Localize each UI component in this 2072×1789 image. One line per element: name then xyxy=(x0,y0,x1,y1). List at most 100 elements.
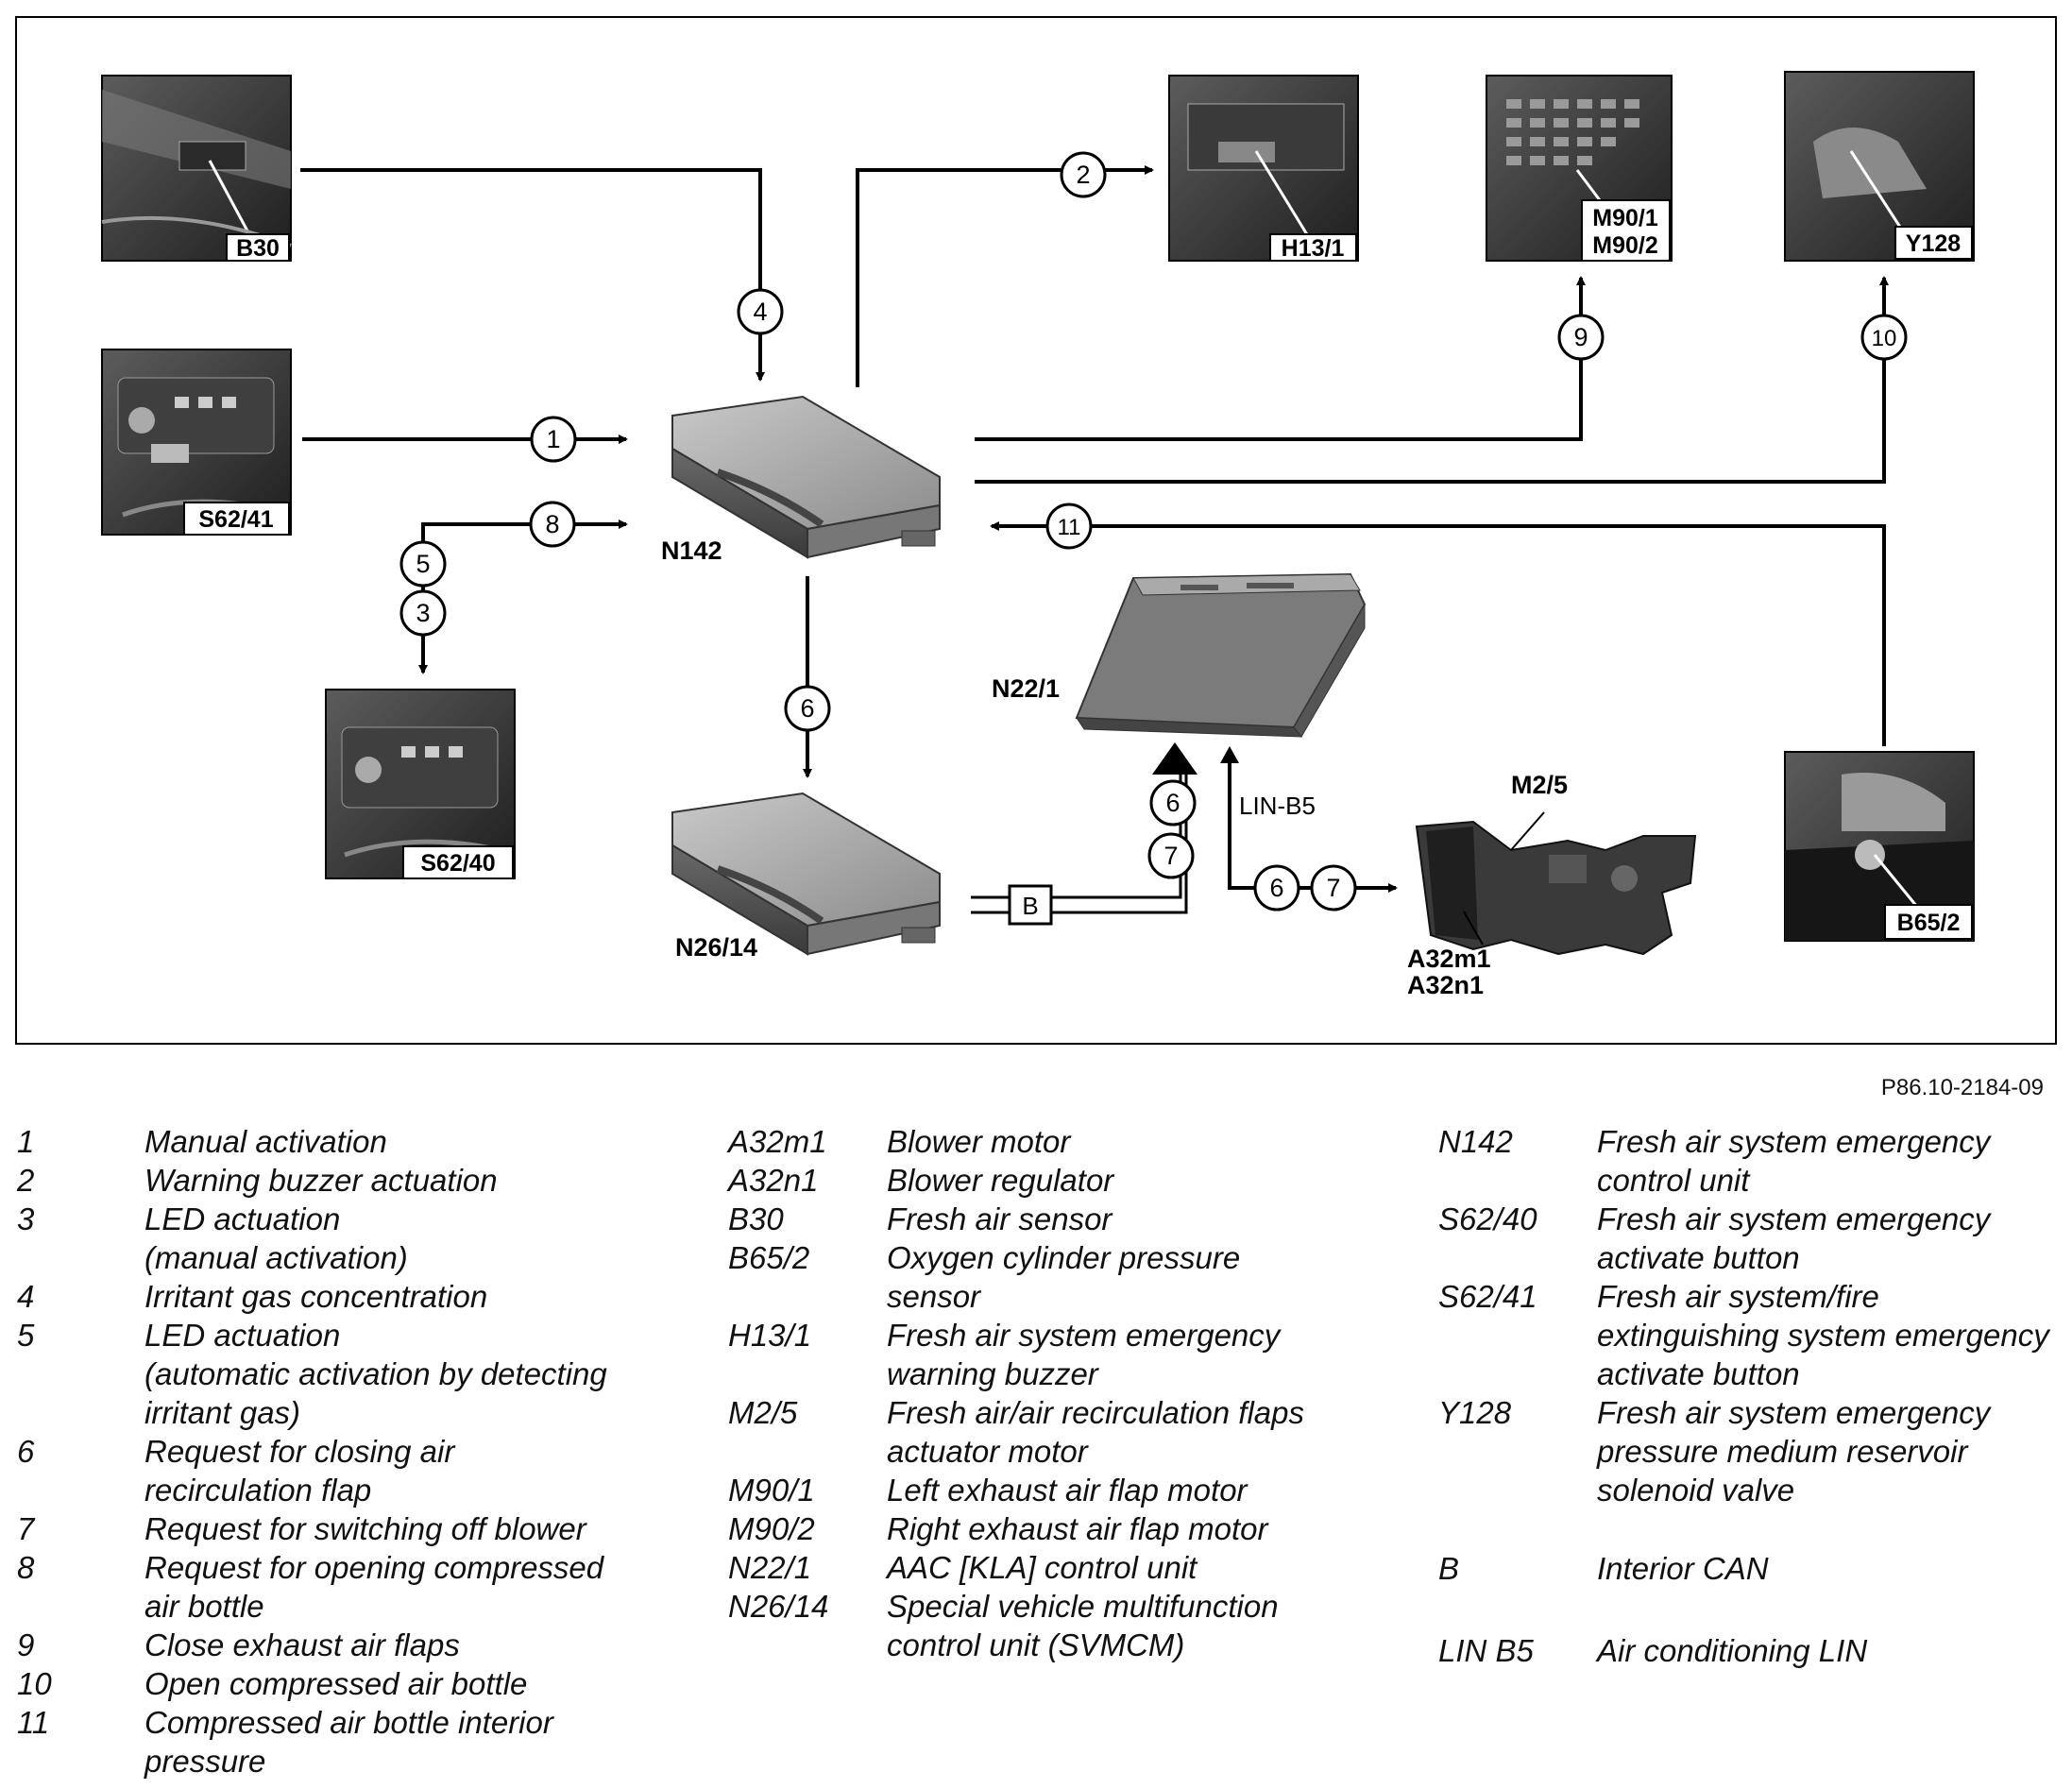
photo-s62-41: S62/41 xyxy=(101,349,292,536)
signal-badge-label-2: 2 xyxy=(1076,161,1090,189)
photo-b30: B30 xyxy=(101,75,292,262)
signal-badge-label-5: 5 xyxy=(416,550,430,578)
legend-signal-text: Open compressed air bottle xyxy=(144,1666,528,1701)
legend-component-key: N26/14 xyxy=(728,1589,829,1624)
legend-signal-row: 2 Warning buzzer actuation xyxy=(17,1161,621,1200)
signal-badge-3 xyxy=(399,589,447,637)
figure-id: P86.10-2184-09 xyxy=(1880,1075,2044,1100)
legend-signal-key: 4 xyxy=(17,1279,35,1314)
legend-signal-text: Request for closing air recirculation fl… xyxy=(144,1434,455,1508)
legend-signal-text: Manual activation xyxy=(144,1124,387,1159)
signal-badge-1 xyxy=(530,416,577,463)
signal-badge-6 xyxy=(1149,779,1197,826)
legend-signal-row: 3 LED actuation (manual activation) xyxy=(17,1200,621,1277)
lin-b5-label: LIN-B5 xyxy=(1239,792,1316,820)
label-m2-5: M2/5 xyxy=(1511,771,1568,799)
label-a32m1: A32m1 xyxy=(1407,945,1491,973)
legend-signal-key: 8 xyxy=(17,1550,35,1585)
label-m90-2: M90/2 xyxy=(1592,232,1657,259)
legend-component-key: H13/1 xyxy=(728,1318,812,1353)
system-diagram: B30 H13/1 M90/1 M90/2 Y128 xyxy=(15,16,2057,1045)
label-box-h13-1 xyxy=(1269,233,1357,262)
photo-y128: Y128 xyxy=(1784,71,1975,262)
legend-component-key: A32m1 xyxy=(728,1124,827,1159)
signal-badge-label-9: 9 xyxy=(1573,323,1588,351)
label-n26-14: N26/14 xyxy=(675,933,757,962)
legend-component-key: M2/5 xyxy=(728,1395,798,1430)
photo-s62-40: S62/40 xyxy=(325,689,516,879)
legend-component-row: B Interior CAN xyxy=(1438,1549,2062,1588)
legend-component-key: LIN B5 xyxy=(1438,1633,1534,1668)
legend-component-key: B xyxy=(1438,1551,1460,1586)
label-m90-1: M90/1 xyxy=(1592,205,1658,231)
signal-badge-6 xyxy=(784,685,831,732)
legend-signal-key: 5 xyxy=(17,1318,35,1353)
legend-component-text: Special vehicle multifunction control un… xyxy=(887,1589,1279,1662)
photo-m90: M90/1 M90/2 xyxy=(1486,75,1673,262)
line-signal-11 xyxy=(990,521,1886,746)
line-signal-10 xyxy=(975,276,1889,484)
legend-signal-text: LED actuation (manual activation) xyxy=(144,1201,408,1275)
legend-component-key: Y128 xyxy=(1438,1395,1512,1430)
legend-signal-text: Request for switching off blower xyxy=(144,1511,586,1546)
signal-badge-label-6: 6 xyxy=(800,694,814,723)
legend-signal-key: 7 xyxy=(17,1511,35,1546)
signal-badge-label-7: 7 xyxy=(1326,874,1340,902)
line-signal-4 xyxy=(300,168,765,382)
signal-badge-label-4: 4 xyxy=(753,298,767,326)
signal-badge-6 xyxy=(1253,864,1300,912)
legend-component-key: S62/40 xyxy=(1438,1201,1537,1236)
legend-component-key: N142 xyxy=(1438,1124,1513,1159)
label-a32n1: A32n1 xyxy=(1407,971,1484,999)
unit-n142: N142 xyxy=(661,395,941,565)
legend-component-text: Fresh air system emergency activate butt… xyxy=(1597,1201,1991,1275)
signal-badge-label-3: 3 xyxy=(416,599,430,627)
legend-signal-row: 5 LED actuation (automatic activation by … xyxy=(17,1316,621,1432)
label-b65-2: B65/2 xyxy=(1897,910,1961,936)
unit-n26-14: N26/14 xyxy=(671,792,941,962)
legend-component-row: N26/14 Special vehicle multifunction cont… xyxy=(728,1587,1333,1664)
legend-component-key: B65/2 xyxy=(728,1240,810,1275)
signal-badge-4 xyxy=(737,288,784,335)
can-box xyxy=(1008,884,1053,926)
legend-signal-text: LED actuation (automatic activation by d… xyxy=(144,1318,607,1430)
signal-badge-label-8: 8 xyxy=(545,510,559,538)
label-s62-40: S62/40 xyxy=(420,850,495,877)
signal-badge-8 xyxy=(529,501,576,548)
legend-component-text: Fresh air/air recirculation flaps actuat… xyxy=(887,1395,1304,1469)
signal-badge-10 xyxy=(1860,314,1908,361)
arrow-lin-up xyxy=(1220,746,1239,763)
diagram-frame xyxy=(15,16,2057,1045)
legend-signal-key: 3 xyxy=(17,1201,35,1236)
signal-badge-label-6: 6 xyxy=(1269,874,1283,902)
label-h13-1: H13/1 xyxy=(1282,235,1345,262)
legend-signal-key: 2 xyxy=(17,1163,35,1198)
signal-badge-11 xyxy=(1045,503,1093,550)
legend-component-key: B30 xyxy=(728,1201,784,1236)
legend-signal-row: 7 Request for switching off blower xyxy=(17,1509,621,1548)
legend-signal-text: Warning buzzer actuation xyxy=(144,1163,498,1198)
legend-component-text: AAC [KLA] control unit xyxy=(887,1550,1197,1585)
signal-badge-7 xyxy=(1147,832,1195,879)
signal-badge-label-7: 7 xyxy=(1163,842,1178,870)
legend-component-text: Right exhaust air flap motor xyxy=(887,1511,1268,1546)
legend-component-row: N22/1 AAC [KLA] control unit xyxy=(728,1548,1333,1587)
legend-component-text: Fresh air system/fire extinguishing syst… xyxy=(1597,1279,2049,1391)
signal-badge-label-11: 11 xyxy=(1058,515,1081,540)
line-lin-b5 xyxy=(1228,756,1398,893)
legend-component-key: N22/1 xyxy=(728,1550,812,1585)
signal-badge-5 xyxy=(399,540,447,588)
legend-component-text: Air conditioning LIN xyxy=(1597,1633,1868,1668)
legend-signal-text: Close exhaust air flaps xyxy=(144,1627,460,1662)
legend-component-text: Interior CAN xyxy=(1597,1551,1769,1586)
signal-badge-label-6: 6 xyxy=(1165,789,1180,817)
